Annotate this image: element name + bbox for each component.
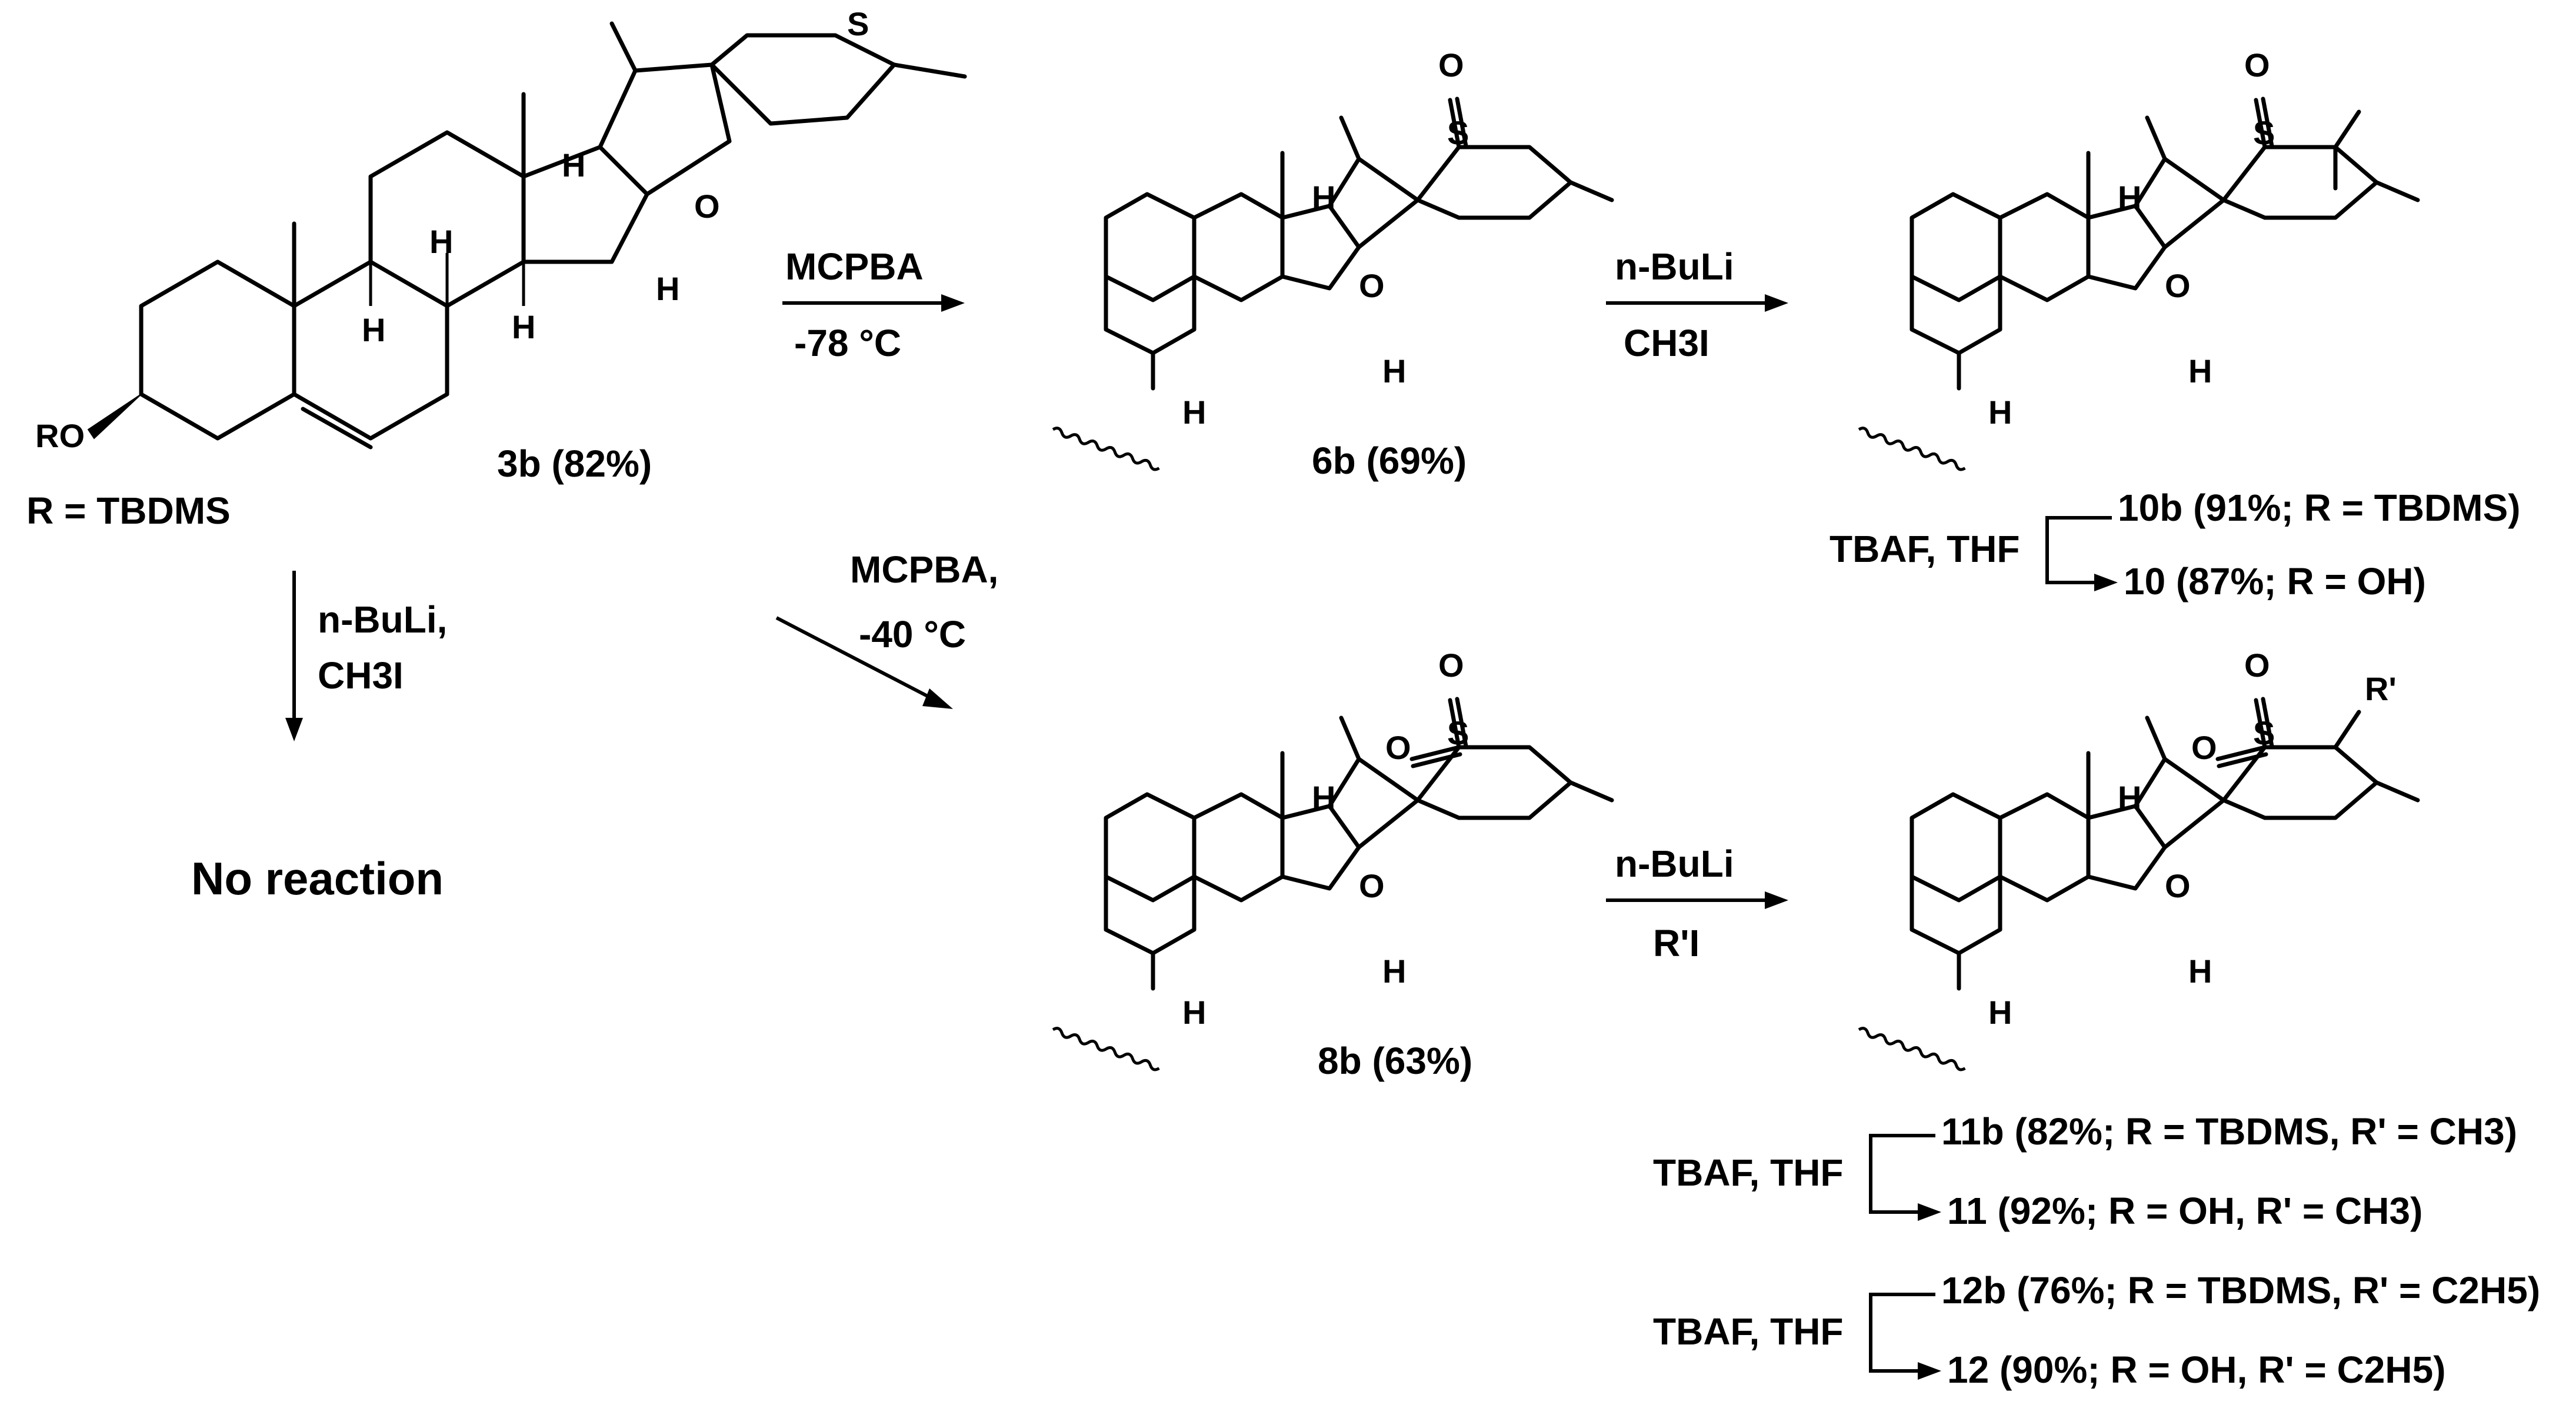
atom-O-6b-sulfoxide: O [1438, 46, 1464, 84]
compound-6b-structure [1052, 96, 1612, 471]
atom-S-3b: S [847, 5, 869, 42]
arrow-8b-to-11b [1606, 891, 1788, 909]
no-reaction-label: No reaction [191, 853, 444, 904]
atom-O-11b-ring: O [2165, 867, 2191, 904]
product-11b: 11b (82%; R = TBDMS, R' = CH3) [1941, 1110, 2517, 1153]
atom-H-3b-2: H [429, 223, 453, 260]
compound-3b-structure [87, 21, 967, 450]
condition-step5-electrophile: R'I [1653, 922, 1699, 964]
condition-step5-reagent: n-BuLi [1615, 843, 1734, 885]
arrow-6b-to-10b [1606, 294, 1788, 312]
condition-step2-reagent: MCPBA, [850, 548, 998, 591]
atom-O-11b-left: O [2191, 729, 2217, 766]
atom-Rprime-11b: R' [2365, 670, 2397, 707]
bracket-arrow-11 [1869, 1134, 1941, 1221]
atom-O-6b-ring: O [1359, 267, 1385, 304]
atom-H-11b-1: H [2118, 779, 2141, 816]
condition-step3-reagent: n-BuLi, [318, 598, 447, 641]
atom-H-10b-1: H [2118, 179, 2141, 216]
compound-8b-structure [1052, 697, 1612, 1071]
label-r-definition: R = TBDMS [26, 490, 231, 532]
atom-S-8b: S [1447, 714, 1469, 751]
deprotect-11-conditions: TBAF, THF [1653, 1151, 1844, 1194]
atom-H-3b-1: H [562, 147, 585, 184]
atom-O-10b-ring: O [2165, 267, 2191, 304]
bracket-arrow-10 [2045, 516, 2118, 591]
atom-H-8b-3: H [1382, 953, 1406, 990]
atom-H-3b-4: H [512, 308, 535, 345]
condition-step1-reagent: MCPBA [785, 245, 924, 288]
product-10: 10 (87%; R = OH) [2124, 560, 2426, 603]
deprotect-10-conditions: TBAF, THF [1829, 528, 2020, 570]
label-6b: 6b (69%) [1312, 440, 1467, 482]
atom-O-8b-top: O [1438, 647, 1464, 684]
condition-step4-electrophile: CH3I [1624, 322, 1709, 364]
atom-RO-3b: RO [35, 417, 85, 454]
product-10b: 10b (91%; R = TBDMS) [2118, 487, 2521, 529]
condition-step2-temp: -40 °C [859, 613, 966, 655]
product-12b: 12b (76%; R = TBDMS, R' = C2H5) [1941, 1269, 2540, 1312]
atom-H-11b-3: H [2188, 953, 2212, 990]
arrow-3b-to-8b [775, 616, 953, 709]
atom-H-6b-3: H [1382, 352, 1406, 390]
deprotect-12-conditions: TBAF, THF [1653, 1310, 1844, 1353]
atom-S-6b: S [1447, 114, 1469, 151]
label-8b: 8b (63%) [1318, 1040, 1472, 1082]
bracket-arrow-12 [1869, 1293, 1941, 1380]
atom-O-8b-ring: O [1359, 867, 1385, 904]
condition-step4-reagent: n-BuLi [1615, 245, 1734, 288]
atom-O-11b-top: O [2244, 647, 2270, 684]
label-3b: 3b (82%) [497, 442, 652, 485]
atom-O-3b: O [694, 188, 720, 225]
atom-H-6b-1: H [1312, 179, 1335, 216]
atom-H-10b-3: H [2188, 352, 2212, 390]
atom-S-10b: S [2253, 114, 2275, 151]
arrow-3b-to-6b [782, 294, 965, 312]
atom-H-3b-5: H [656, 270, 679, 307]
condition-step1-temp: -78 °C [794, 322, 901, 364]
compound-11b-structure [1858, 697, 2418, 1071]
atom-O-10b-sulfoxide: O [2244, 46, 2270, 84]
product-12: 12 (90%; R = OH, R' = C2H5) [1947, 1349, 2446, 1391]
atom-O-8b-left: O [1385, 729, 1411, 766]
atom-H-8b-2: H [1182, 994, 1206, 1031]
atom-H-10b-2: H [1988, 394, 2012, 431]
arrow-3b-down [285, 571, 303, 741]
atom-H-8b-1: H [1312, 779, 1335, 816]
atom-H-11b-2: H [1988, 994, 2012, 1031]
condition-step3-electrophile: CH3I [318, 654, 404, 697]
atom-H-3b-3: H [362, 311, 385, 348]
atom-S-11b: S [2253, 714, 2275, 751]
compound-10b-structure [1858, 96, 2418, 471]
atom-H-6b-2: H [1182, 394, 1206, 431]
product-11: 11 (92%; R = OH, R' = CH3) [1947, 1190, 2422, 1232]
